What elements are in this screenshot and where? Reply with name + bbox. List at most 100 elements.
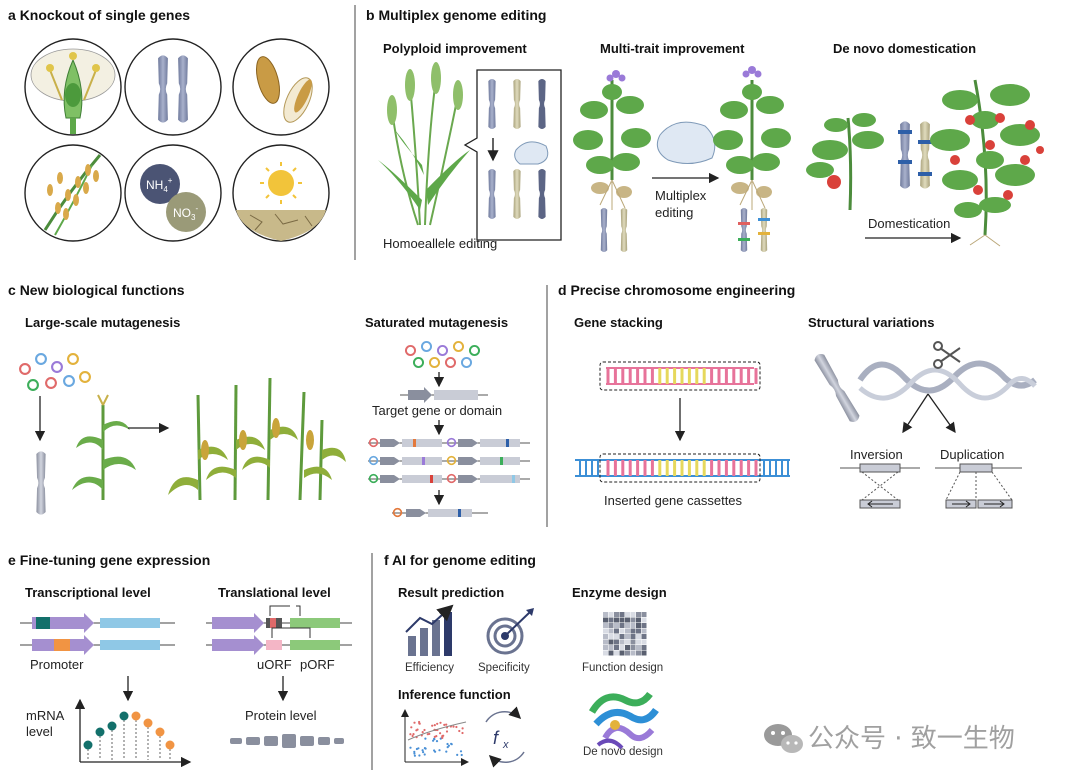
- lollipop-head: [131, 711, 141, 721]
- matrix-cell: [603, 612, 608, 617]
- cas-enzyme-icon: [656, 121, 716, 164]
- mrna-lollipop-plot: [74, 698, 192, 768]
- matrix-cell: [630, 634, 636, 639]
- matrix-cell: [630, 617, 636, 623]
- panel-b: b Multiplex genome editing Polyploid imp…: [366, 7, 1044, 253]
- panicle-circle-icon: [24, 144, 122, 242]
- sgrna-library-icon: [19, 353, 91, 391]
- scatter-dot: [413, 752, 416, 755]
- watermark: 公众号 · 致一生物: [764, 724, 1015, 754]
- matrix-cell: [625, 645, 630, 650]
- panel-c: c New biological functions Large-scale m…: [8, 282, 530, 518]
- scatter-dot: [432, 739, 435, 742]
- scatter-dot: [423, 728, 426, 732]
- matrix-cell: [608, 623, 614, 628]
- scatter-dot: [460, 753, 463, 757]
- multiplex-label-2: editing: [655, 205, 693, 220]
- gene-stacking-heading: Gene stacking: [574, 315, 663, 330]
- panel-f-heading: f AI for genome editing: [384, 552, 536, 568]
- matrix-cell: [619, 617, 625, 623]
- scatter-dot: [438, 749, 441, 752]
- uorf-label: uORF: [257, 657, 292, 672]
- maize-single-icon: [72, 394, 136, 500]
- scatter-dot: [456, 753, 459, 757]
- duplication-label: Duplication: [940, 447, 1004, 462]
- scatter-dot: [433, 737, 436, 741]
- matrix-cell: [641, 617, 647, 623]
- chromosome-helix-icon: [812, 341, 1037, 425]
- matrix-cell: [603, 617, 608, 623]
- panel-d: d Precise chromosome engineering Gene st…: [558, 282, 1037, 509]
- matrix-cell: [619, 650, 625, 656]
- denovo-design-label: De novo design: [583, 746, 663, 758]
- domestication-chromosome-right: [920, 121, 930, 189]
- scatter-dot: [436, 722, 439, 725]
- matrix-cell: [636, 650, 641, 656]
- matrix-cell: [630, 628, 636, 634]
- scatter-dot: [413, 754, 416, 757]
- matrix-cell: [608, 645, 614, 650]
- scatter-dot: [424, 737, 427, 740]
- scatter-dot: [423, 747, 426, 750]
- scatter-dot: [439, 732, 442, 735]
- scatter-dot: [409, 733, 412, 736]
- matrix-cell: [619, 628, 625, 634]
- nh4-label: NH4+: [146, 176, 173, 194]
- scatter-dot: [418, 720, 421, 724]
- wheat-plant-icon: [378, 62, 470, 226]
- matrix-cell: [614, 650, 619, 656]
- inversion-arrow: [902, 393, 929, 434]
- panel-e: e Fine-tuning gene expression Transcript…: [8, 552, 352, 768]
- matrix-cell: [636, 612, 641, 617]
- lollipop-head: [119, 711, 129, 721]
- duplication-arrow: [927, 393, 956, 434]
- matrix-cell: [625, 612, 630, 617]
- matrix-cell: [625, 617, 630, 623]
- wechat-icon: [764, 724, 803, 753]
- matrix-cell: [608, 617, 614, 623]
- svg-text:f: f: [493, 728, 500, 748]
- scatter-dot: [409, 746, 412, 749]
- matrix-cell: [641, 639, 647, 645]
- matrix-cell: [614, 617, 619, 623]
- mrna-label-1: mRNA: [26, 708, 65, 723]
- matrix-cell: [603, 634, 608, 639]
- matrix-cell: [614, 634, 619, 639]
- matrix-cell: [619, 639, 625, 645]
- denovo-heading: De novo domestication: [833, 41, 976, 56]
- promoter-label: Promoter: [30, 657, 84, 672]
- matrix-cell: [636, 639, 641, 645]
- structural-heading: Structural variations: [808, 315, 934, 330]
- matrix-cell: [641, 612, 647, 617]
- lollipop-head: [107, 721, 117, 731]
- large-scale-heading: Large-scale mutagenesis: [25, 315, 180, 330]
- variant-grid: [368, 437, 530, 484]
- matrix-cell: [619, 645, 625, 650]
- scatter-dot: [461, 727, 464, 730]
- homoeallele-label: Homoeallele editing: [383, 236, 497, 251]
- matrix-cell: [625, 623, 630, 628]
- matrix-cell: [625, 650, 630, 656]
- matrix-cell: [625, 634, 630, 639]
- matrix-cell: [625, 628, 630, 634]
- scatter-dot: [458, 729, 461, 733]
- gene-cassette-top: [599, 361, 761, 391]
- matrix-cell: [619, 623, 625, 628]
- matrix-cell: [619, 634, 625, 639]
- matrix-cell: [641, 634, 647, 639]
- polyploid-heading: Polyploid improvement: [383, 41, 527, 56]
- matrix-cell: [603, 650, 608, 656]
- promoter-constructs: [20, 613, 175, 655]
- matrix-cell: [608, 628, 614, 634]
- matrix-cell: [636, 645, 641, 650]
- matrix-cell: [608, 639, 614, 645]
- inserted-label: Inserted gene cassettes: [604, 493, 743, 508]
- function-design-label: Function design: [582, 662, 663, 674]
- matrix-cell: [636, 628, 641, 634]
- panel-c-heading: c New biological functions: [8, 282, 185, 298]
- matrix-cell: [636, 617, 641, 623]
- panel-d-heading: d Precise chromosome engineering: [558, 282, 795, 298]
- scatter-dot: [411, 734, 414, 738]
- selected-variant: [392, 507, 488, 518]
